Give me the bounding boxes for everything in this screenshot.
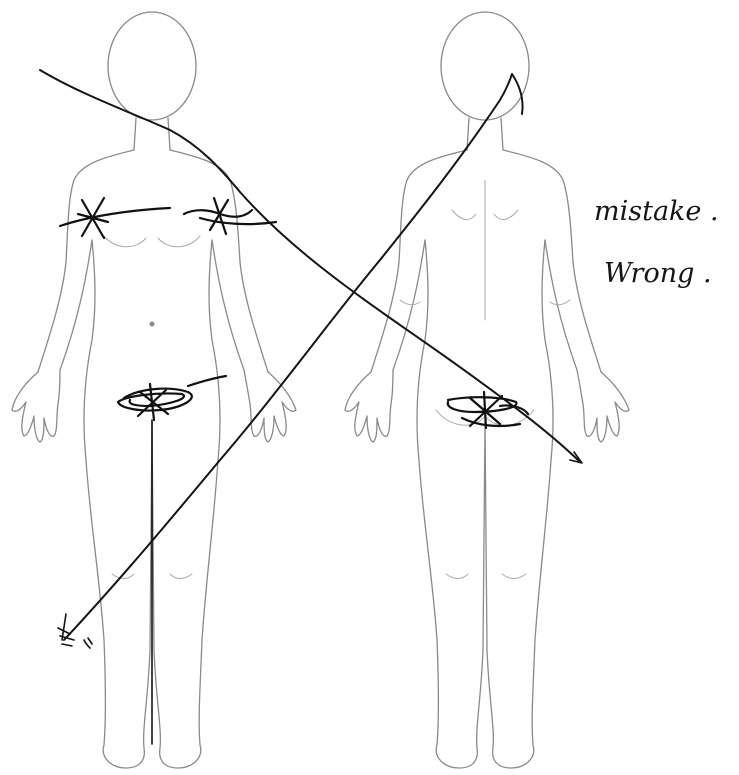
buttocks-mark [448, 392, 528, 428]
small-tick-mark [84, 638, 92, 648]
front-head [108, 12, 196, 120]
pubic-area-mark [118, 376, 226, 420]
handwritten-annotations [40, 70, 582, 744]
front-arms [60, 240, 244, 370]
cross-out-line-2 [64, 74, 523, 640]
front-navel [150, 322, 155, 327]
note-mistake: mistake . [594, 196, 719, 227]
back-head [441, 12, 529, 120]
front-left-hand [12, 370, 60, 442]
back-spine-detail [452, 180, 518, 320]
front-chest-detail [104, 236, 200, 247]
note-wrong: Wrong . [604, 258, 712, 289]
back-body-figure [345, 12, 629, 768]
left-chest-mark [60, 198, 170, 238]
back-left-hand [345, 370, 393, 442]
cross-out-line-2-hatch [58, 614, 74, 646]
back-right-hand [577, 370, 629, 442]
front-right-hand [244, 370, 296, 442]
cross-out-line-1 [40, 70, 580, 462]
